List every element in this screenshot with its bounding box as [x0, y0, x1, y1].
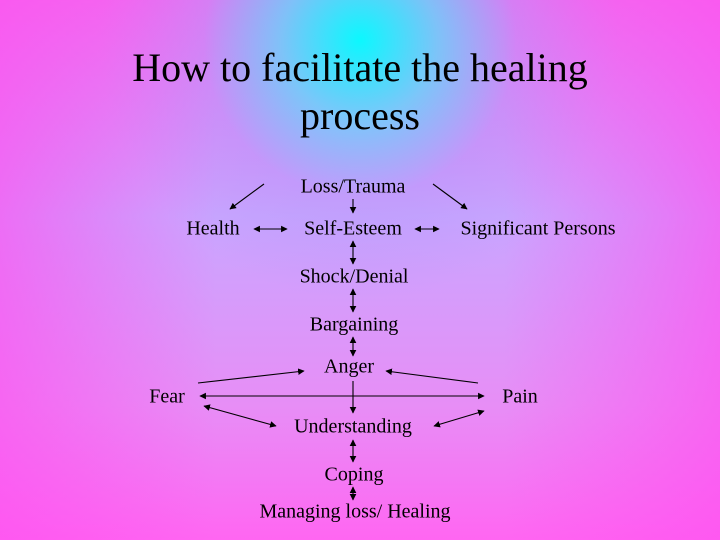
- arrow-loss-to-significant: [432, 183, 468, 210]
- arrow-pain-to-anger: [385, 368, 479, 384]
- node-pain: Pain: [502, 385, 538, 408]
- node-anger: Anger: [324, 355, 374, 378]
- title-line-1: How to facilitate the healing: [132, 45, 588, 90]
- arrow-pain-understanding: [433, 409, 485, 428]
- node-bargaining: Bargaining: [309, 313, 399, 336]
- node-understanding: Understanding: [294, 415, 412, 438]
- node-self-esteem: Self-Esteem: [304, 217, 402, 240]
- title-line-2: process: [300, 93, 420, 138]
- arrow-fear-to-anger: [197, 368, 305, 384]
- node-health: Health: [186, 217, 240, 240]
- node-fear: Fear: [149, 385, 185, 408]
- slide-title: How to facilitate the healing process: [0, 44, 720, 140]
- node-shock-denial: Shock/Denial: [299, 265, 409, 288]
- node-significant-persons: Significant Persons: [460, 217, 616, 240]
- arrow-fear-understanding: [203, 404, 277, 428]
- arrow-loss-to-health: [229, 183, 265, 210]
- node-loss-trauma: Loss/Trauma: [300, 175, 406, 198]
- node-coping: Coping: [324, 463, 384, 486]
- node-managing-loss-healing: Managing loss/ Healing: [259, 500, 451, 523]
